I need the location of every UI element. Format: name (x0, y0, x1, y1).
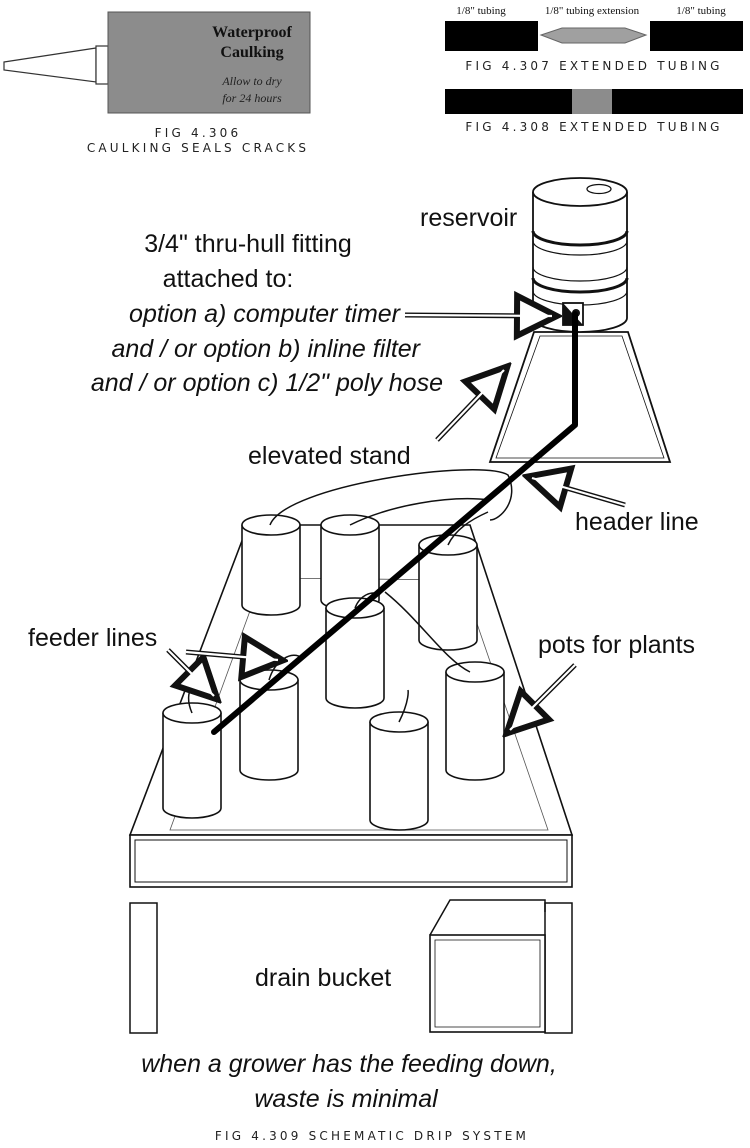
caulk-collar (95, 45, 109, 85)
tubing-label-middle: 1/8" tubing extension (545, 5, 640, 17)
header-line (211, 311, 578, 735)
fitting-label-line5: and / or option c) 1/2" poly hose (91, 369, 443, 397)
pot-front-right (445, 661, 505, 781)
pot-front-middle (369, 711, 429, 831)
fig-4-306-caption-line2: CAULKING SEALS CRACKS (87, 141, 309, 155)
caulk-title-line1: Waterproof (212, 24, 292, 41)
fig-4-308-caption: FIG 4.308 EXTENDED TUBING (465, 120, 722, 134)
tubing-left-black (445, 21, 538, 51)
table-leg-right (544, 902, 573, 1034)
fig-4-307-extended-tubing: 1/8" tubing 1/8" tubing extension 1/8" t… (445, 5, 743, 73)
reservoir-label: reservoir (420, 204, 517, 232)
tagline-line1: when a grower has the feeding down, (141, 1050, 557, 1078)
tubing-right-black-308 (612, 89, 743, 114)
caulk-tube-body (107, 11, 311, 114)
elevated-stand-inner (495, 335, 665, 459)
tubing-left-black-308 (445, 89, 572, 114)
callout-arrows (166, 315, 626, 730)
drain-bucket-label: drain bucket (255, 964, 391, 992)
pot-back-left (241, 514, 301, 616)
caulk-note-line1: Allow to dry (221, 74, 282, 88)
fitting-label-line3: option a) computer timer (129, 300, 402, 328)
fitting-label-line2: attached to: (163, 265, 294, 293)
fig-4-306-caption-line1: FIG 4.306 (155, 126, 242, 140)
fig-4-309-drip-system: reservoir 3/4" thru-hull fitting attache… (28, 177, 699, 1143)
feeder-lines-label: feeder lines (28, 624, 157, 652)
tagline-line2: waste is minimal (254, 1085, 439, 1113)
tubing-joint-gray-308 (572, 89, 612, 114)
table-leg-left (129, 902, 158, 1034)
pot-front-left (162, 702, 222, 819)
feeder-lines (187, 469, 513, 723)
fig-4-307-caption: FIG 4.307 EXTENDED TUBING (465, 59, 722, 73)
elevated-stand-label: elevated stand (248, 442, 411, 470)
caulk-note-line2: for 24 hours (222, 91, 282, 105)
fig-4-306-caulking-tube: Waterproof Caulking Allow to dry for 24 … (3, 11, 311, 155)
caulk-nozzle (3, 47, 97, 83)
tubing-extension-gray (539, 27, 648, 44)
fig-4-309-caption: FIG 4.309 SCHEMATIC DRIP SYSTEM (215, 1129, 529, 1143)
tubing-label-right: 1/8" tubing (676, 5, 726, 17)
drain-bucket (429, 899, 546, 1033)
tubing-label-left: 1/8" tubing (456, 5, 506, 17)
fitting-label-line1: 3/4" thru-hull fitting (144, 230, 352, 258)
fig-4-308-extended-tubing: FIG 4.308 EXTENDED TUBING (445, 89, 743, 134)
table-apron (129, 834, 573, 888)
tubing-right-black (650, 21, 743, 51)
caulk-title-line2: Caulking (220, 44, 283, 61)
table-apron-inner (134, 839, 568, 883)
header-line-label: header line (575, 508, 699, 536)
fitting-label-line4: and / or option b) inline filter (111, 335, 421, 363)
pots-for-plants-label: pots for plants (538, 631, 695, 659)
